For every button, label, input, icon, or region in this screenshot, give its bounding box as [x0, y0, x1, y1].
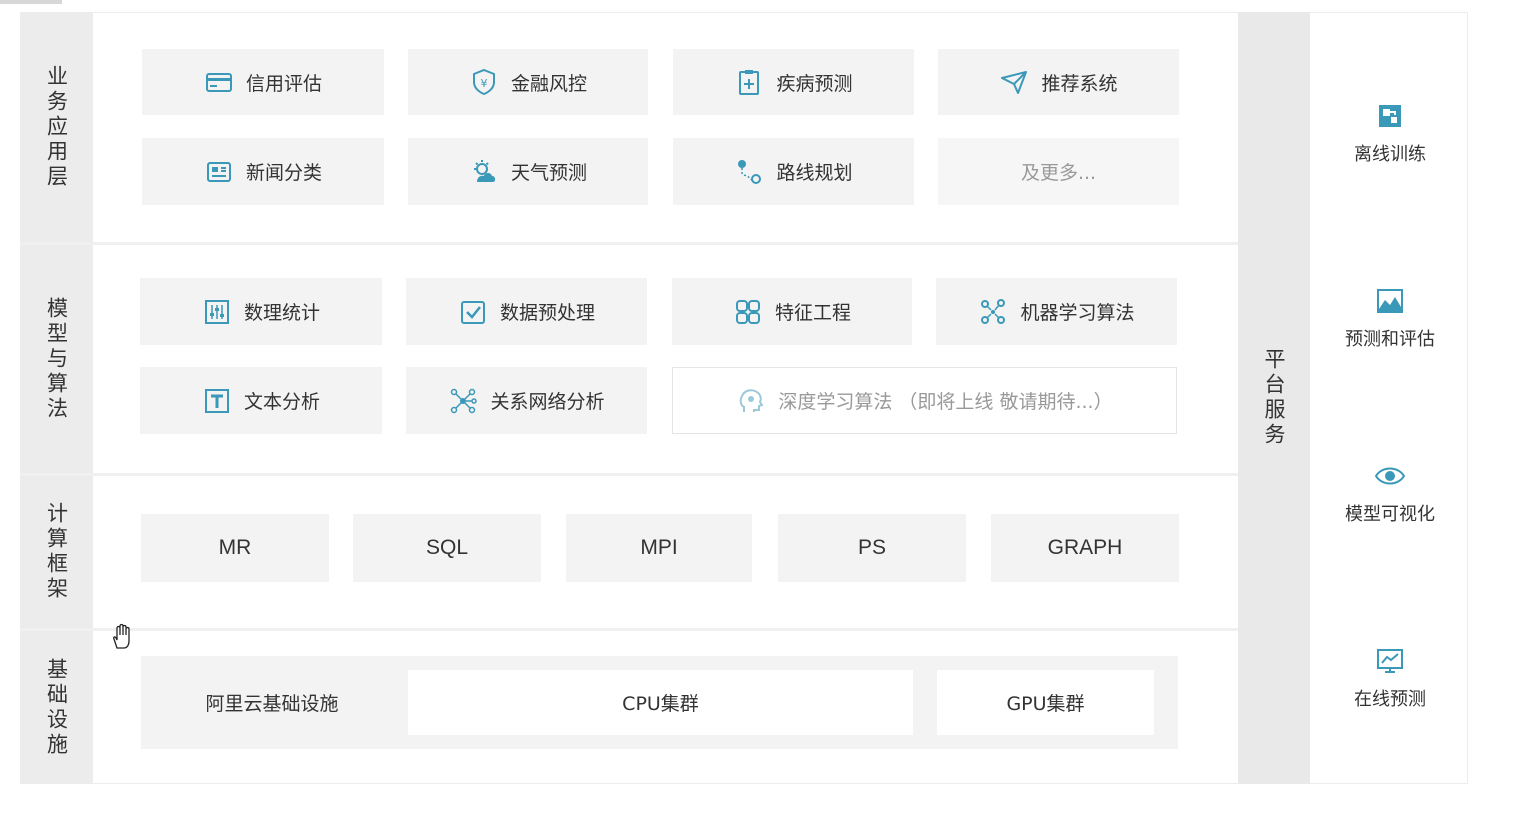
business-item-disease[interactable]: 疾病预测 — [673, 49, 914, 115]
compute-item-ps[interactable]: PS — [778, 514, 966, 582]
infra-cpu-cluster[interactable]: CPU集群 — [408, 670, 913, 735]
hand-cursor-icon — [113, 623, 130, 649]
shield-yen-icon: ¥ — [469, 67, 499, 97]
medical-clipboard-icon — [734, 67, 764, 97]
compute-item-sql[interactable]: SQL — [353, 514, 541, 582]
sliders-icon — [202, 297, 232, 327]
service-offline-training[interactable]: 离线训练 — [1320, 100, 1460, 166]
credit-card-icon — [204, 67, 234, 97]
model-item-statistics[interactable]: 数理统计 — [140, 278, 382, 345]
monitor-chart-icon — [1374, 645, 1406, 677]
business-item-news[interactable]: 新闻分类 — [142, 138, 384, 205]
weather-sun-cloud-icon — [469, 157, 499, 187]
business-item-risk[interactable]: ¥ 金融风控 — [408, 49, 648, 115]
compute-item-mr[interactable]: MR — [141, 514, 329, 582]
brain-head-icon — [736, 386, 766, 416]
service-online-prediction[interactable]: 在线预测 — [1320, 645, 1460, 711]
newspaper-icon — [204, 157, 234, 187]
row-divider — [20, 473, 1238, 476]
paper-plane-icon — [999, 67, 1029, 97]
row-label-infra: 基础设施 — [44, 657, 69, 758]
business-item-route[interactable]: 路线规划 — [673, 138, 914, 205]
model-item-feature[interactable]: 特征工程 — [672, 278, 912, 345]
model-item-deep-learning[interactable]: 深度学习算法 （即将上线 敬请期待...） — [672, 367, 1177, 434]
platform-services-bar: 平台服务 — [1238, 12, 1310, 784]
business-item-recommend[interactable]: 推荐系统 — [938, 49, 1179, 115]
route-pin-icon — [734, 157, 764, 187]
row-label-model: 模型与算法 — [44, 296, 69, 422]
business-item-credit[interactable]: 信用评估 — [142, 49, 384, 115]
row-label-business: 业务应用层 — [44, 64, 69, 190]
model-item-ml[interactable]: 机器学习算法 — [936, 278, 1177, 345]
check-box-icon — [458, 297, 488, 327]
row-label-compute: 计算框架 — [44, 502, 69, 602]
graph-network-icon — [448, 386, 478, 416]
top-edge-mark — [0, 0, 62, 4]
row-divider — [20, 628, 1238, 631]
business-item-weather[interactable]: 天气预测 — [408, 138, 648, 205]
service-predict-evaluate[interactable]: 预测和评估 — [1320, 285, 1460, 351]
model-item-graph[interactable]: 关系网络分析 — [406, 367, 647, 434]
infra-gpu-cluster[interactable]: GPU集群 — [937, 670, 1154, 735]
service-model-visualization[interactable]: 模型可视化 — [1320, 460, 1460, 526]
compute-item-graph[interactable]: GRAPH — [991, 514, 1179, 582]
offline-train-icon — [1374, 100, 1406, 132]
svg-text:¥: ¥ — [480, 77, 487, 90]
infra-aliyun[interactable]: 阿里云基础设施 — [205, 693, 339, 715]
image-chart-icon — [1374, 285, 1406, 317]
eye-icon — [1374, 460, 1406, 492]
model-item-text[interactable]: 文本分析 — [140, 367, 382, 434]
model-item-preprocess[interactable]: 数据预处理 — [406, 278, 647, 345]
compute-item-mpi[interactable]: MPI — [566, 514, 752, 582]
puzzle-icon — [733, 297, 763, 327]
row-divider — [20, 242, 1238, 245]
network-nodes-icon — [978, 297, 1008, 327]
layer-label-column — [20, 12, 93, 784]
business-item-more[interactable]: 及更多... — [938, 138, 1179, 205]
text-frame-icon — [202, 386, 232, 416]
